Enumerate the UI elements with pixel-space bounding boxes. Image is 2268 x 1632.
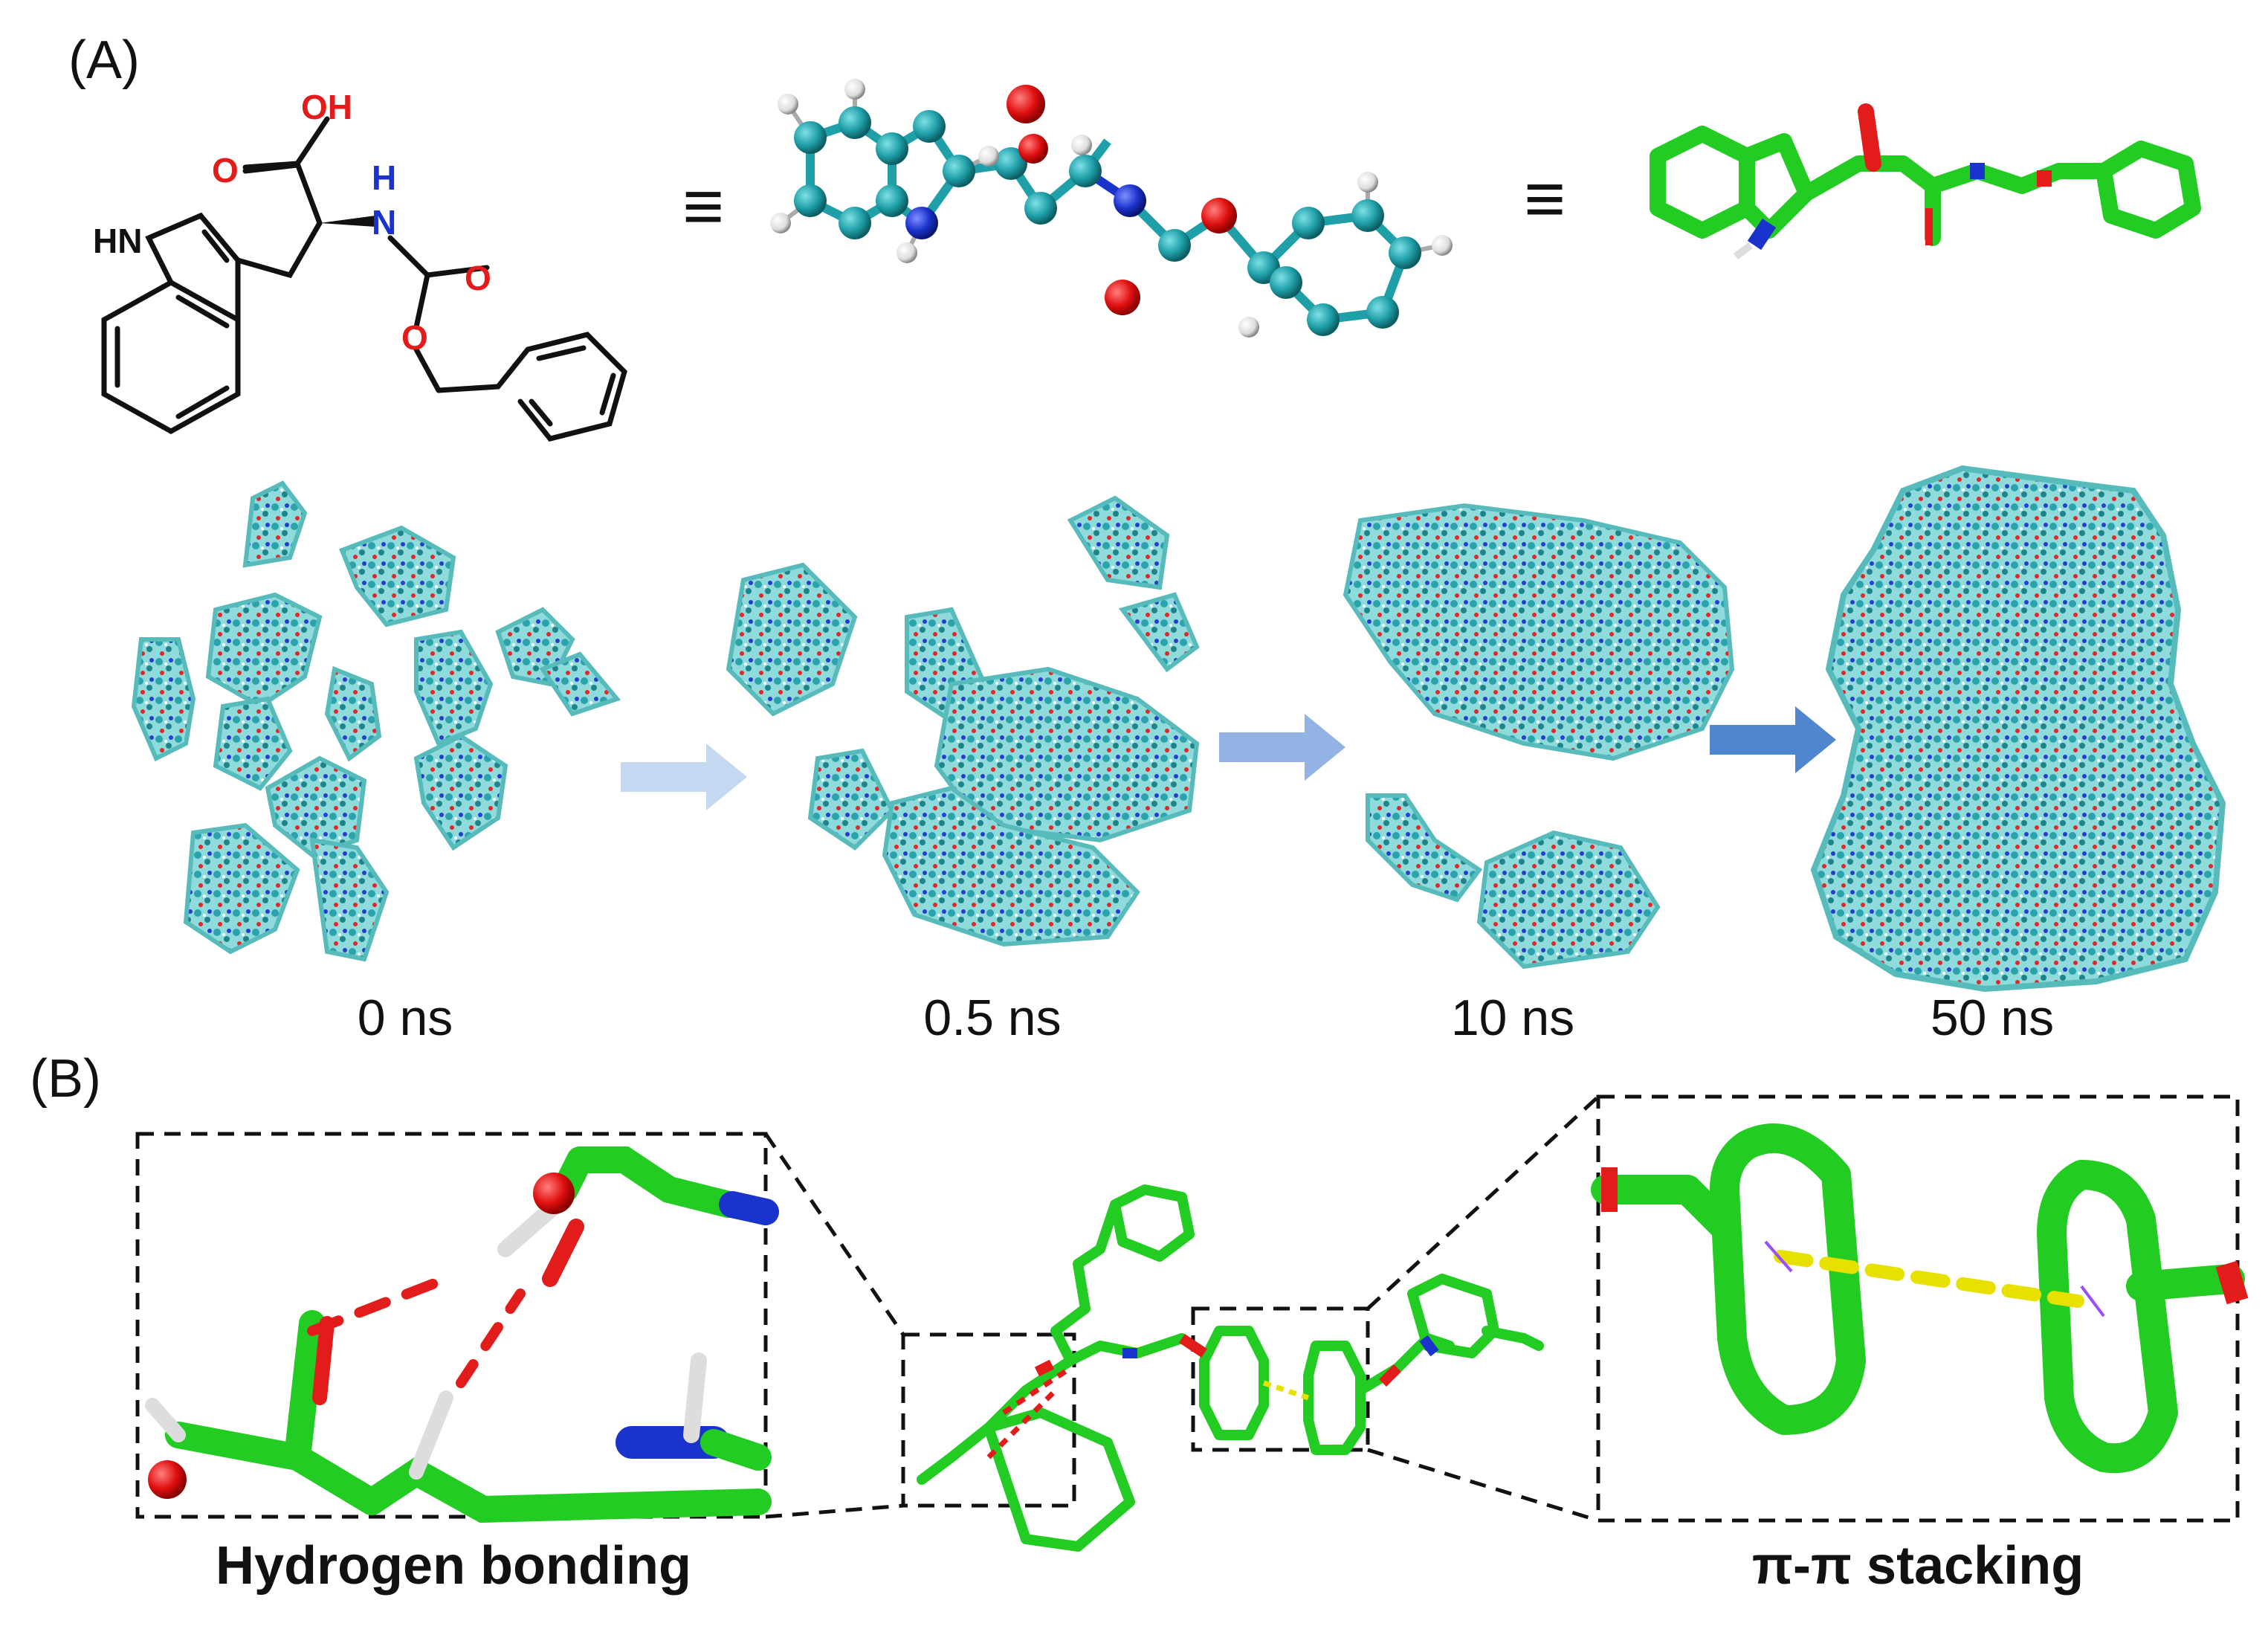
label-n: N	[372, 203, 396, 242]
hbond-zoom-content	[145, 1146, 779, 1523]
central-stick-model	[917, 1184, 1544, 1552]
pistack-zoom-content	[1591, 1123, 2245, 1474]
hbond-zoom-box	[135, 1132, 768, 1519]
label-o-carbonyl: O	[212, 151, 239, 190]
pistack-zoom-line-bottom	[1367, 1448, 1599, 1523]
panel-b-label: (B)	[30, 1049, 101, 1109]
hbond-zoom-line-top	[763, 1132, 905, 1336]
time-label-50ns: 50 ns	[1930, 990, 2055, 1046]
central-hbond-dash-1	[1002, 1366, 1072, 1415]
pistack-dash-line	[1774, 1250, 2084, 1308]
label-hn: HN	[93, 222, 142, 260]
equivalence-symbol-1: ≡	[682, 167, 725, 246]
pistack-zoom-box	[1596, 1094, 2240, 1523]
central-pi-stack-dash	[1262, 1380, 1310, 1401]
equivalence-symbol-2: ≡	[1524, 159, 1566, 239]
time-label-10ns: 10 ns	[1450, 990, 1575, 1046]
pistack-caption: π-π stacking	[1751, 1536, 2084, 1596]
time-label-0p5ns: 0.5 ns	[923, 990, 1062, 1046]
hbond-zoom-line-bottom	[765, 1503, 904, 1519]
label-o-carbamate: O	[465, 259, 491, 297]
label-o-ester: O	[401, 318, 428, 357]
hbond-oxygen-atom	[533, 1173, 575, 1214]
panel-a-label: (A)	[68, 30, 140, 90]
hbond-selection-box	[901, 1332, 1076, 1508]
time-label-0ns: 0 ns	[357, 990, 453, 1046]
label-h: H	[372, 158, 396, 197]
arrow-0p5-to-10	[1219, 714, 1345, 781]
snapshot-0p5ns	[726, 495, 1200, 947]
pistack-selection-box	[1191, 1306, 1370, 1452]
skeletal-structure	[101, 116, 627, 442]
central-ester-oxygen	[1179, 1334, 1207, 1358]
snapshot-50ns	[1810, 465, 2226, 993]
indole-benzene-ring	[101, 279, 241, 435]
label-oh: OH	[301, 88, 352, 126]
snapshot-0ns	[131, 480, 621, 962]
ball-and-stick-model	[770, 79, 1453, 338]
arrow-10-to-50	[1710, 706, 1836, 773]
indole-pyrrole-ring	[145, 212, 241, 323]
hbond-oxygen-atom-2	[148, 1460, 187, 1499]
pistack-zoom-line-top	[1366, 1095, 1600, 1310]
arrow-0-to-0p5	[621, 744, 747, 810]
snapshot-10ns	[1343, 503, 1735, 970]
hbond-caption: Hydrogen bonding	[216, 1536, 691, 1596]
